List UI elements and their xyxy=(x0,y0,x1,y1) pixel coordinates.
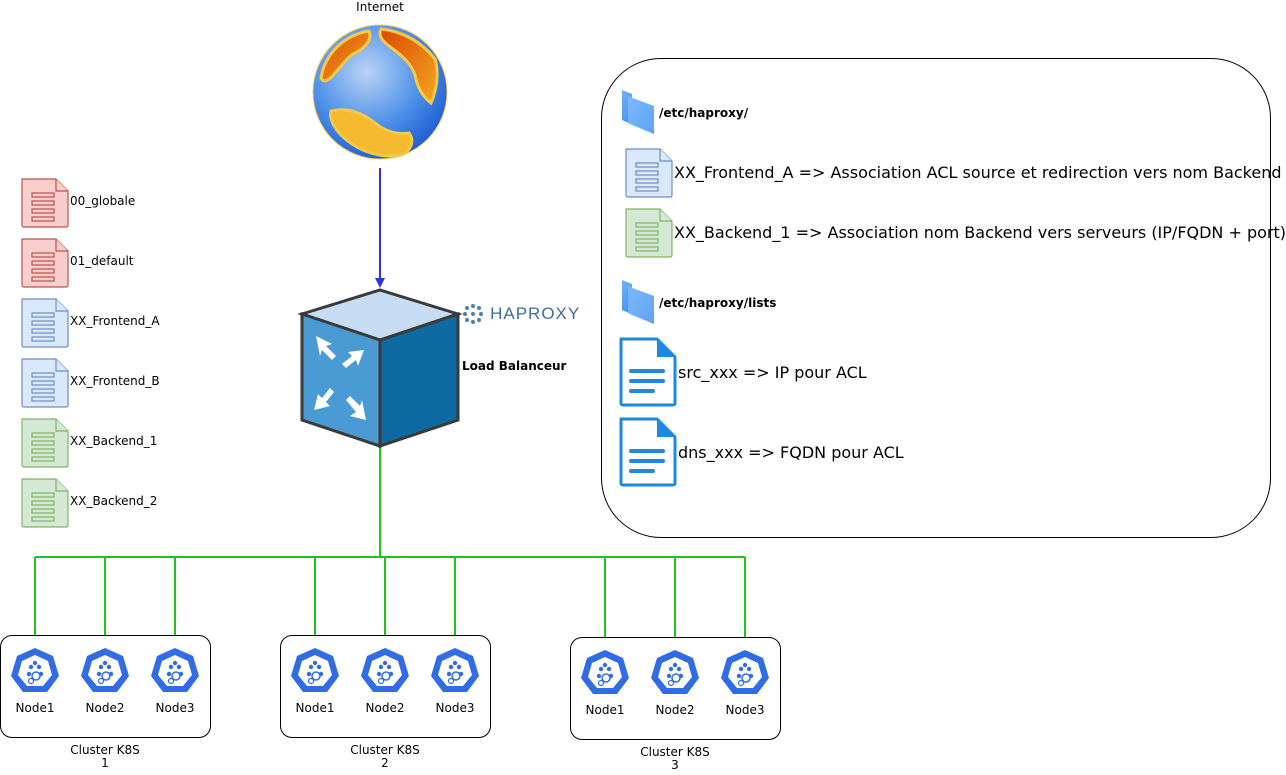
cluster-label-title: Cluster K8S xyxy=(640,745,710,759)
cluster-label-number: 2 xyxy=(381,756,389,770)
node-label: Node3 xyxy=(725,703,765,717)
config-file-name: XX_Frontend_A xyxy=(70,314,160,328)
load-balancer-icon xyxy=(297,288,463,449)
folder-icon xyxy=(622,280,654,324)
config-file-name: 01_default xyxy=(70,254,134,268)
cluster-2 xyxy=(280,635,491,738)
network-lines xyxy=(34,446,746,642)
document-icon xyxy=(619,417,677,487)
node-label: Node1 xyxy=(295,701,335,715)
haproxy-logo: HAPROXY xyxy=(461,301,580,327)
legend-folder-etc-haproxy: /etc/haproxy/ xyxy=(659,106,749,120)
red-document-icon xyxy=(21,238,69,288)
blue-document-icon xyxy=(21,358,69,408)
legend-frontend-desc: XX_Frontend_A => Association ACL source … xyxy=(674,163,1282,182)
config-file-item xyxy=(20,417,70,473)
legend-dns-desc: dns_xxx => FQDN pour ACL xyxy=(678,443,904,462)
config-file-item xyxy=(20,297,70,353)
legend-box xyxy=(601,58,1271,538)
node-label: Node3 xyxy=(155,701,195,715)
folder-icon xyxy=(622,90,654,134)
legend-backend-desc: XX_Backend_1 => Association nom Backend … xyxy=(674,223,1286,242)
node-label: Node1 xyxy=(15,701,55,715)
legend-folder-lists: /etc/haproxy/lists xyxy=(659,296,777,310)
haproxy-logo-text: HAPROXY xyxy=(490,304,581,323)
node-label: Node2 xyxy=(655,703,695,717)
cluster-label-title: Cluster K8S xyxy=(70,743,140,757)
green-document-icon xyxy=(625,208,673,258)
cluster-label-title: Cluster K8S xyxy=(350,743,420,757)
config-file-name: XX_Backend_2 xyxy=(70,494,158,508)
node-label: Node2 xyxy=(365,701,405,715)
document-icon xyxy=(619,337,677,407)
config-file-name: XX_Frontend_B xyxy=(70,374,160,388)
red-document-icon xyxy=(21,178,69,228)
cluster-3 xyxy=(570,637,781,740)
config-file-item xyxy=(20,477,70,533)
node-label: Node3 xyxy=(435,701,475,715)
haproxy-logo-icon xyxy=(463,304,483,324)
green-document-icon xyxy=(21,478,69,528)
cluster-label-number: 3 xyxy=(671,758,679,772)
cluster-label: Cluster K8S 3 xyxy=(570,746,780,772)
blue-document-icon xyxy=(625,148,673,198)
node-label: Node1 xyxy=(585,703,625,717)
blue-document-icon xyxy=(21,298,69,348)
cluster-label-number: 1 xyxy=(101,756,109,770)
internet-label: Internet xyxy=(356,0,404,14)
config-file-item xyxy=(20,357,70,413)
node-label: Node2 xyxy=(85,701,125,715)
green-document-icon xyxy=(21,418,69,468)
cluster-label: Cluster K8S 2 xyxy=(280,744,490,770)
config-file-item xyxy=(20,177,70,233)
config-file-name: XX_Backend_1 xyxy=(70,434,158,448)
cluster-1 xyxy=(0,635,211,738)
config-file-item xyxy=(20,237,70,293)
cluster-label: Cluster K8S 1 xyxy=(0,744,210,770)
load-balancer-label: Load Balanceur xyxy=(462,359,567,373)
legend-src-desc: src_xxx => IP pour ACL xyxy=(678,363,867,382)
config-file-name: 00_globale xyxy=(70,194,136,208)
globe-icon xyxy=(312,24,448,160)
